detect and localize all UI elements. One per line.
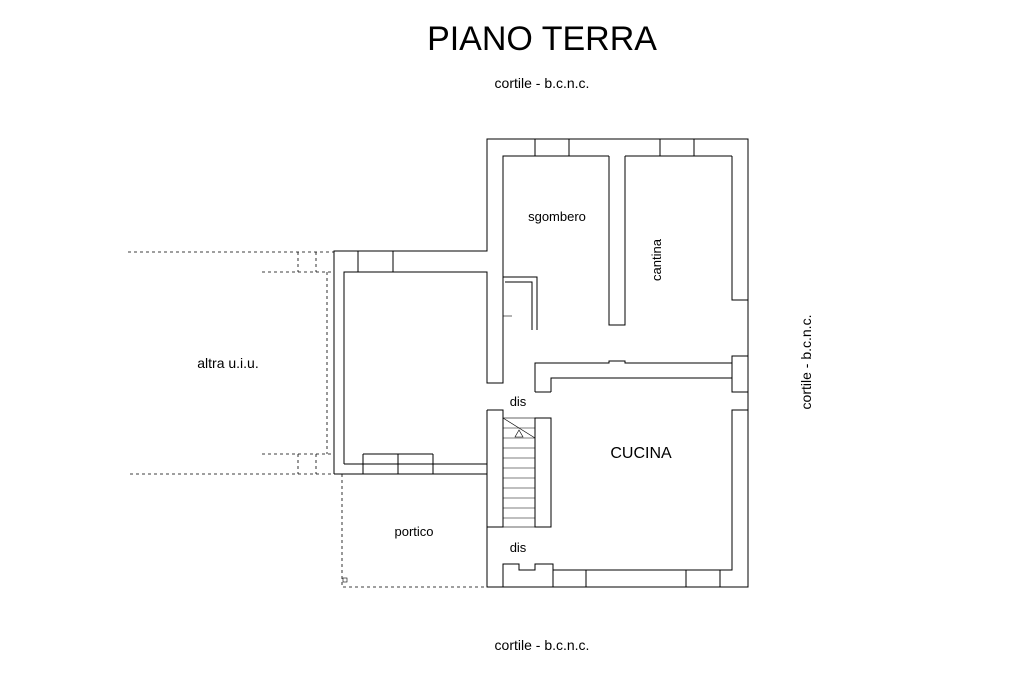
room-label-cantina: cantina bbox=[649, 238, 664, 281]
interior-walls bbox=[487, 156, 732, 528]
room-label-sgombero: sgombero bbox=[528, 209, 586, 224]
label-altra-uiu: altra u.i.u. bbox=[197, 355, 258, 371]
label-cortile-right: cortile - b.c.n.c. bbox=[798, 315, 814, 410]
exterior-walls bbox=[333, 138, 749, 588]
neighbour-boundary bbox=[128, 251, 334, 475]
room-label-dis-upper: dis bbox=[510, 394, 527, 409]
staircase bbox=[502, 417, 536, 528]
room-label-cucina: CUCINA bbox=[610, 445, 672, 462]
room-label-portico: portico bbox=[394, 524, 433, 539]
plan-title: PIANO TERRA bbox=[427, 20, 657, 58]
portico-outline bbox=[341, 474, 488, 588]
label-cortile-bottom: cortile - b.c.n.c. bbox=[495, 637, 590, 653]
room-label-dis-lower: dis bbox=[510, 540, 527, 555]
label-cortile-top: cortile - b.c.n.c. bbox=[495, 75, 590, 91]
